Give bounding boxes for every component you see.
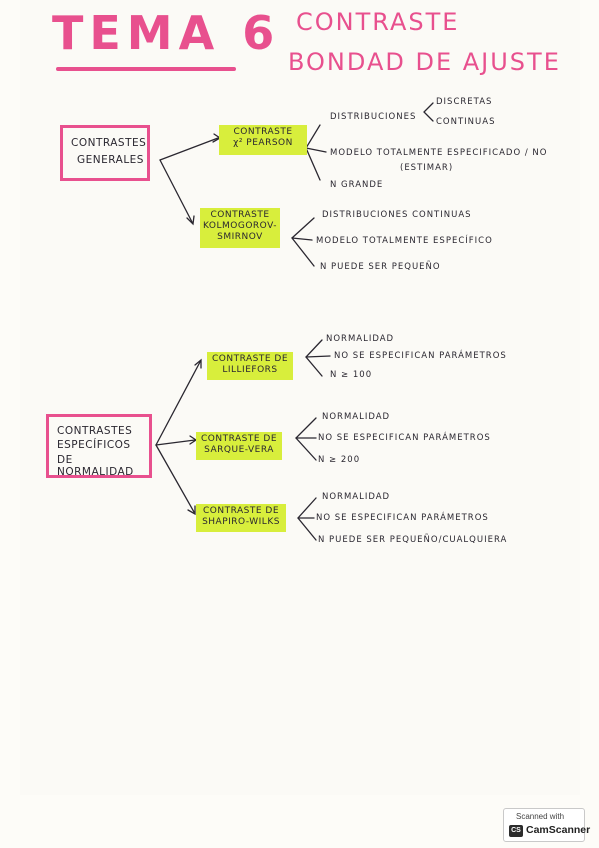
box-label-line2: GENERALES	[77, 154, 144, 166]
chi-estimar: (ESTIMAR)	[400, 163, 454, 173]
chi-line1: CONTRASTE	[233, 127, 293, 137]
lilliefors-normalidad: NORMALIDAD	[326, 334, 395, 344]
ks-line1: CONTRASTE	[210, 210, 270, 220]
connector-generales-ks	[159, 159, 193, 223]
sarque-line1: CONTRASTE DE	[200, 434, 278, 444]
connector-esp-shapiro	[155, 444, 195, 513]
ks-modelo: MODELO TOTALMENTE ESPECÍFICO	[316, 236, 493, 246]
ks-distribuciones: DISTRIBUCIONES CONTINUAS	[322, 210, 472, 220]
lilliefors-line2: LILLIEFORS	[222, 365, 278, 375]
connector-chi-branches	[305, 124, 321, 181]
chi-discretas: DISCRETAS	[436, 97, 493, 107]
ks-n: N PUEDE SER PEQUEÑO	[320, 262, 441, 272]
ks-line3: SMIRNOV	[217, 232, 263, 242]
subtitle-contraste: CONTRASTE	[296, 8, 460, 36]
page-title: TEMA 6	[52, 6, 281, 60]
scanned-with-label: Scanned with	[516, 812, 565, 821]
connector-ks-branches	[291, 217, 315, 267]
camscanner-brand: CamScanner	[526, 824, 591, 836]
chi-line2: χ² PEARSON	[233, 138, 293, 148]
lilliefors-line1: CONTRASTE DE	[211, 354, 289, 364]
connector-esp-lilliefors	[155, 361, 201, 446]
shapiro-parametros: NO SE ESPECIFICAN PARÁMETROS	[316, 513, 489, 523]
subtitle-bondad: BONDAD DE AJUSTE	[288, 48, 561, 76]
camscanner-watermark: Scanned with CS CamScanner	[503, 808, 590, 842]
connector-esp-sarque	[155, 439, 196, 446]
chi-continuas: CONTINUAS	[436, 117, 496, 127]
shapiro-line1: CONTRASTE DE	[202, 506, 280, 516]
sarque-line2: SARQUE-VERA	[204, 445, 274, 455]
box-esp-line3: DE NORMALIDAD	[57, 454, 134, 478]
sarque-n: N ≥ 200	[318, 455, 361, 465]
highlight-lilliefors: CONTRASTE DE LILLIEFORS	[207, 352, 293, 380]
ks-line2: KOLMOGOROV-	[203, 221, 277, 231]
shapiro-normalidad: NORMALIDAD	[322, 492, 391, 502]
sarque-parametros: NO SE ESPECIFICAN PARÁMETROS	[318, 433, 491, 443]
lilliefors-parametros: NO SE ESPECIFICAN PARÁMETROS	[334, 351, 507, 361]
shapiro-line2: SHAPIRO-WILKS	[202, 517, 280, 527]
chi-n-grande: N GRANDE	[330, 180, 384, 190]
shapiro-n: N PUEDE SER PEQUEÑO/CUALQUIERA	[318, 535, 508, 545]
title-underline	[56, 67, 236, 71]
highlight-chi-pearson: CONTRASTE χ² PEARSON	[219, 125, 307, 155]
chi-distribuciones: DISTRIBUCIONES	[330, 112, 417, 122]
box-esp-line1: CONTRASTES	[57, 425, 133, 437]
sarque-normalidad: NORMALIDAD	[322, 412, 391, 422]
camscanner-logo-icon: CS	[509, 825, 523, 837]
highlight-shapiro-wilks: CONTRASTE DE SHAPIRO-WILKS	[196, 504, 286, 532]
box-contrastes-generales: CONTRASTES GENERALES	[60, 125, 150, 181]
chi-modelo: MODELO TOTALMENTE ESPECIFICADO / NO	[330, 148, 548, 158]
box-esp-line2: ESPECÍFICOS	[57, 439, 131, 451]
highlight-kolmogorov-smirnov: CONTRASTE KOLMOGOROV- SMIRNOV	[200, 208, 280, 248]
lilliefors-n: N ≥ 100	[330, 370, 373, 380]
box-label-line1: CONTRASTES	[71, 137, 147, 149]
highlight-sarque-vera: CONTRASTE DE SARQUE-VERA	[196, 432, 282, 460]
box-contrastes-especificos: CONTRASTES ESPECÍFICOS DE NORMALIDAD	[46, 414, 152, 478]
connector-discretas-continuas	[423, 102, 434, 122]
connector-generales-chi	[159, 137, 219, 161]
